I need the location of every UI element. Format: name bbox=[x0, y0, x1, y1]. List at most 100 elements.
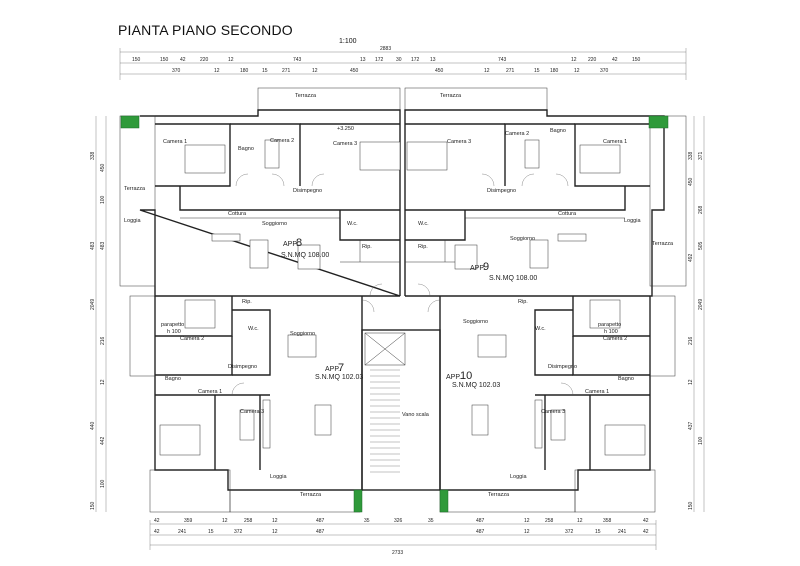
sofa-icon bbox=[477, 334, 507, 358]
room-label-loggia-app9: Loggia bbox=[624, 218, 641, 224]
dim-bot2-372b: 372 bbox=[565, 529, 574, 535]
app10-number: 10 bbox=[460, 370, 472, 382]
dim-bot-487b: 487 bbox=[476, 518, 485, 524]
apartment-labels: APP. 8 S.N.MQ 108.00 APP. 9 S.N.MQ 108.0… bbox=[281, 237, 537, 389]
dim-top-172a: 172 bbox=[375, 57, 384, 63]
dim-bot-12a: 12 bbox=[222, 518, 228, 524]
room-label-rip-app8: Rip. bbox=[362, 244, 372, 250]
sofa-icon bbox=[297, 244, 321, 270]
dim-top-150a: 150 bbox=[132, 57, 141, 63]
dim-right-505: 505 bbox=[698, 241, 704, 250]
dim-left-100a: 100 bbox=[100, 195, 106, 204]
drawing-scale: 1:100 bbox=[339, 38, 357, 45]
planter-top-left bbox=[120, 115, 140, 129]
right-dimension-lines: 338 371 450 268 505 492 2049 216 12 437 … bbox=[688, 116, 705, 512]
dim-bot2-15a: 15 bbox=[208, 529, 214, 535]
room-label-soggiorno-app8: Soggiorno bbox=[262, 221, 287, 227]
dim-top2-12a: 12 bbox=[214, 68, 220, 74]
dim-top-13b: 13 bbox=[430, 57, 436, 63]
app8-area: S.N.MQ 108.00 bbox=[281, 252, 329, 259]
bottom-dimension-lines: 42 359 12 258 12 487 35 326 35 487 12 25… bbox=[149, 518, 657, 556]
bed-icon bbox=[264, 139, 280, 169]
room-label-camera3-app7: Camera 3 bbox=[240, 409, 264, 415]
dim-top2-12d: 12 bbox=[574, 68, 580, 74]
level-marker: +3.250 bbox=[337, 126, 354, 132]
bed-icon bbox=[550, 409, 566, 441]
dim-top2-180a: 180 bbox=[240, 68, 249, 74]
counter-icon bbox=[211, 233, 241, 242]
planter-bottom-left bbox=[353, 489, 363, 513]
dim-left-total: 2049 bbox=[90, 299, 96, 310]
dim-right-216: 216 bbox=[688, 336, 694, 345]
bed-icon bbox=[406, 141, 448, 171]
dim-bot-258a: 258 bbox=[244, 518, 253, 524]
room-label-terrazza-top-left: Terrazza bbox=[295, 93, 317, 99]
planter-bottom-right bbox=[439, 489, 449, 513]
dim-right-338: 338 bbox=[688, 151, 694, 160]
dim-right-450: 450 bbox=[688, 177, 694, 186]
app8-number: 8 bbox=[296, 237, 302, 249]
dim-left-483b: 483 bbox=[100, 241, 106, 250]
room-label-h100-right: h 100 bbox=[604, 329, 618, 335]
room-label-parapetto-right: parapetto bbox=[598, 322, 621, 328]
planters bbox=[120, 115, 669, 513]
room-labels: Terrazza Terrazza +3.250 Camera 1 Bagno … bbox=[124, 93, 674, 498]
app9-label: APP. bbox=[470, 265, 485, 272]
top-dimension-lines: 2883 150 150 42 220 12 743 13 172 30 172… bbox=[119, 46, 687, 80]
dim-top-220a: 220 bbox=[200, 57, 209, 63]
room-label-disimpegno-app7: Disimpegno bbox=[228, 364, 257, 370]
room-label-loggia-app7: Loggia bbox=[270, 474, 287, 480]
dim-right-492: 492 bbox=[688, 253, 694, 262]
dim-bot-258b: 258 bbox=[545, 518, 554, 524]
bed-icon bbox=[184, 299, 216, 329]
dim-bot-35b: 35 bbox=[428, 518, 434, 524]
dim-left-483a: 483 bbox=[90, 241, 96, 250]
dim-right-268: 268 bbox=[698, 205, 704, 214]
room-label-camera3-app8: Camera 3 bbox=[333, 141, 357, 147]
room-label-soggiorno-app7: Soggiorno bbox=[290, 331, 315, 337]
dim-left-216: 216 bbox=[100, 336, 106, 345]
room-label-loggia-app10: Loggia bbox=[510, 474, 527, 480]
door-swings bbox=[231, 173, 574, 396]
dim-top-42a: 42 bbox=[180, 57, 186, 63]
dim-bot-35a: 35 bbox=[364, 518, 370, 524]
dim-right-total: 2049 bbox=[698, 299, 704, 310]
app9-number: 9 bbox=[483, 261, 489, 273]
room-label-camera1-app8: Camera 1 bbox=[163, 139, 187, 145]
room-label-cottura-app8: Cottura bbox=[228, 211, 247, 217]
room-label-terrazza-bottom-right: Terrazza bbox=[488, 492, 510, 498]
dim-top2-271b: 271 bbox=[506, 68, 515, 74]
dim-left-100b: 12 bbox=[100, 379, 106, 385]
bed-icon bbox=[239, 409, 255, 441]
dim-bot2-487b: 487 bbox=[476, 529, 485, 535]
room-label-camera2-app9: Camera 2 bbox=[505, 131, 529, 137]
dim-top2-15a: 15 bbox=[262, 68, 268, 74]
room-label-wc-app10: W.c. bbox=[535, 326, 546, 332]
room-label-soggiorno-app10: Soggiorno bbox=[463, 319, 488, 325]
bed-icon bbox=[604, 424, 646, 456]
dim-bot-12c: 12 bbox=[524, 518, 530, 524]
dim-top2-370b: 370 bbox=[600, 68, 609, 74]
app7-label: APP. bbox=[325, 366, 340, 373]
app9-area: S.N.MQ 108.00 bbox=[489, 275, 537, 282]
room-label-parapetto-left: parapetto bbox=[161, 322, 184, 328]
room-label-wc-app8: W.c. bbox=[347, 221, 358, 227]
dim-left-450: 450 bbox=[100, 163, 106, 172]
dim-right-371: 371 bbox=[698, 151, 704, 160]
room-label-disimpegno-app9: Disimpegno bbox=[487, 188, 516, 194]
sofa-icon bbox=[454, 244, 478, 270]
dim-bot-358: 358 bbox=[603, 518, 612, 524]
table-icon bbox=[314, 404, 332, 436]
app10-label: APP. bbox=[446, 374, 461, 381]
bed-icon bbox=[524, 139, 540, 169]
left-dimension-lines: 338 450 100 483 483 2049 216 12 440 442 … bbox=[90, 116, 107, 512]
table-icon bbox=[249, 239, 269, 269]
drawing-title: PIANTA PIANO SECONDO bbox=[118, 22, 293, 38]
room-label-rip-app9: Rip. bbox=[418, 244, 428, 250]
room-label-loggia-app8: Loggia bbox=[124, 218, 141, 224]
room-label-soggiorno-app9: Soggiorno bbox=[510, 236, 535, 242]
room-label-terrazza-top-right: Terrazza bbox=[440, 93, 462, 99]
room-label-camera3-app10: Camera 3 bbox=[541, 409, 565, 415]
bed-icon bbox=[579, 144, 621, 174]
dim-left-150: 150 bbox=[90, 501, 96, 510]
